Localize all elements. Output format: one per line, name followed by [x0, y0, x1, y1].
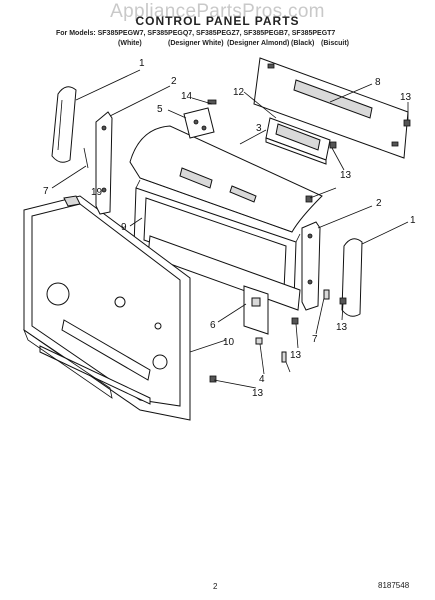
callout-1-right: 1	[410, 215, 416, 226]
part-screws-right	[209, 119, 411, 383]
callout-4: 4	[259, 374, 265, 385]
callout-2-right: 2	[376, 198, 382, 209]
variant-designer-white: (Designer White)	[168, 40, 224, 47]
part-panel-frame	[133, 179, 301, 301]
part-spring-left	[83, 147, 89, 169]
variant-biscuit: (Biscuit)	[321, 40, 349, 47]
callout-13-a: 13	[400, 92, 412, 103]
callout-6: 6	[210, 320, 216, 331]
watermark: AppliancePartsPros.com	[110, 1, 325, 22]
diagram-title: CONTROL PANEL PARTS	[135, 14, 300, 28]
page-number: 2	[213, 582, 218, 591]
part-rear-trim	[253, 57, 409, 159]
callout-13-b: 13	[340, 170, 352, 181]
part-end-cap-right	[341, 238, 363, 317]
document-number: 8187548	[378, 581, 410, 590]
part-bracket-left	[95, 111, 113, 215]
part-mount-bracket	[183, 99, 217, 139]
part-bracket-right	[301, 221, 321, 311]
variant-white: (White)	[118, 40, 142, 47]
model-list: For Models: SF385PEGW7, SF385PEGQ7, SF38…	[56, 30, 336, 37]
callout-7-left: 7	[43, 186, 49, 197]
callout-10: 10	[223, 337, 235, 348]
part-clip-19	[63, 195, 81, 207]
callout-8: 8	[375, 77, 381, 88]
variant-black: (Black)	[291, 40, 315, 47]
callout-2-left: 2	[171, 76, 177, 87]
callout-13-c: 13	[336, 322, 348, 333]
part-electronic-control	[265, 117, 331, 165]
callout-13-d: 13	[290, 350, 302, 361]
callout-5: 5	[157, 104, 163, 115]
callout-3: 3	[256, 123, 262, 134]
model-variants: (White) (Designer White) (Designer Almon…	[0, 0, 435, 60]
callout-12: 12	[233, 87, 245, 98]
variant-designer-almond: (Designer Almond)	[227, 40, 290, 47]
part-control-panel	[129, 125, 323, 233]
part-end-cap-left	[51, 86, 77, 163]
callout-7-right: 7	[312, 334, 318, 345]
callout-13-e: 13	[252, 388, 264, 399]
callout-9: 9	[121, 222, 127, 233]
callout-1-left: 1	[139, 58, 145, 69]
callout-19: 19	[91, 187, 103, 198]
callout-14: 14	[181, 91, 193, 102]
part-back-panel	[23, 195, 191, 421]
leader-lines	[51, 69, 409, 389]
